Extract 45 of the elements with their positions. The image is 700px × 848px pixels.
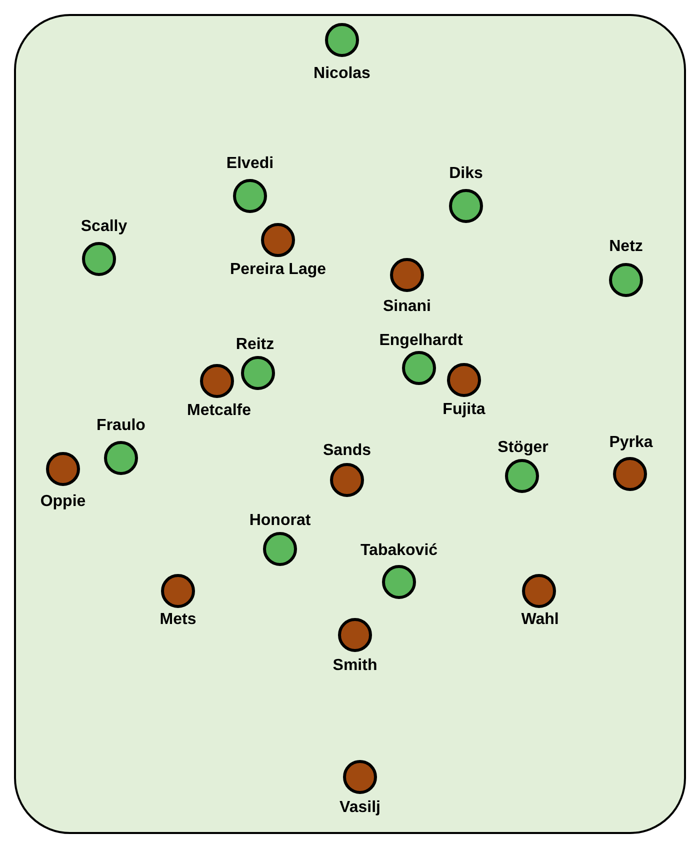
player-name: Sinani	[383, 298, 431, 316]
player-name: Fujita	[442, 401, 486, 419]
player-name: Vasilj	[340, 799, 380, 817]
player-marker	[447, 363, 481, 397]
player-name: Stöger	[498, 439, 548, 457]
player-name: Oppie	[40, 493, 86, 511]
player-marker	[263, 532, 297, 566]
player-marker	[241, 356, 275, 390]
player-marker	[325, 23, 359, 57]
player-name: Pyrka	[609, 434, 653, 452]
player-name: Mets	[160, 611, 196, 629]
player-marker	[200, 364, 234, 398]
player-marker	[505, 459, 539, 493]
player-name: Wahl	[521, 611, 559, 629]
player-marker	[609, 263, 643, 297]
player-name: Diks	[449, 165, 483, 183]
player-marker	[402, 351, 436, 385]
player-marker	[161, 574, 195, 608]
player-name: Engelhardt	[379, 332, 463, 350]
player-name: Fraulo	[96, 417, 146, 435]
player-name: Pereira Lage	[230, 261, 326, 279]
player-name: Smith	[332, 657, 378, 675]
player-name: Scally	[80, 218, 128, 236]
player-marker	[338, 618, 372, 652]
player-marker	[522, 574, 556, 608]
player-name: Reitz	[236, 336, 274, 354]
player-marker	[261, 223, 295, 257]
pitch-area	[14, 14, 686, 834]
player-marker	[343, 760, 377, 794]
player-marker	[330, 463, 364, 497]
player-marker	[390, 258, 424, 292]
player-name: Elvedi	[226, 155, 274, 173]
player-name: Metcalfe	[186, 402, 252, 420]
player-marker	[82, 242, 116, 276]
player-name: Honorat	[249, 512, 311, 530]
player-name: Nicolas	[314, 65, 370, 83]
player-marker	[233, 179, 267, 213]
player-marker	[104, 441, 138, 475]
player-marker	[382, 565, 416, 599]
player-name: Netz	[609, 238, 643, 256]
player-name: Sands	[323, 442, 371, 460]
player-name: Tabaković	[360, 542, 438, 560]
player-marker	[449, 189, 483, 223]
player-marker	[613, 457, 647, 491]
player-marker	[46, 452, 80, 486]
